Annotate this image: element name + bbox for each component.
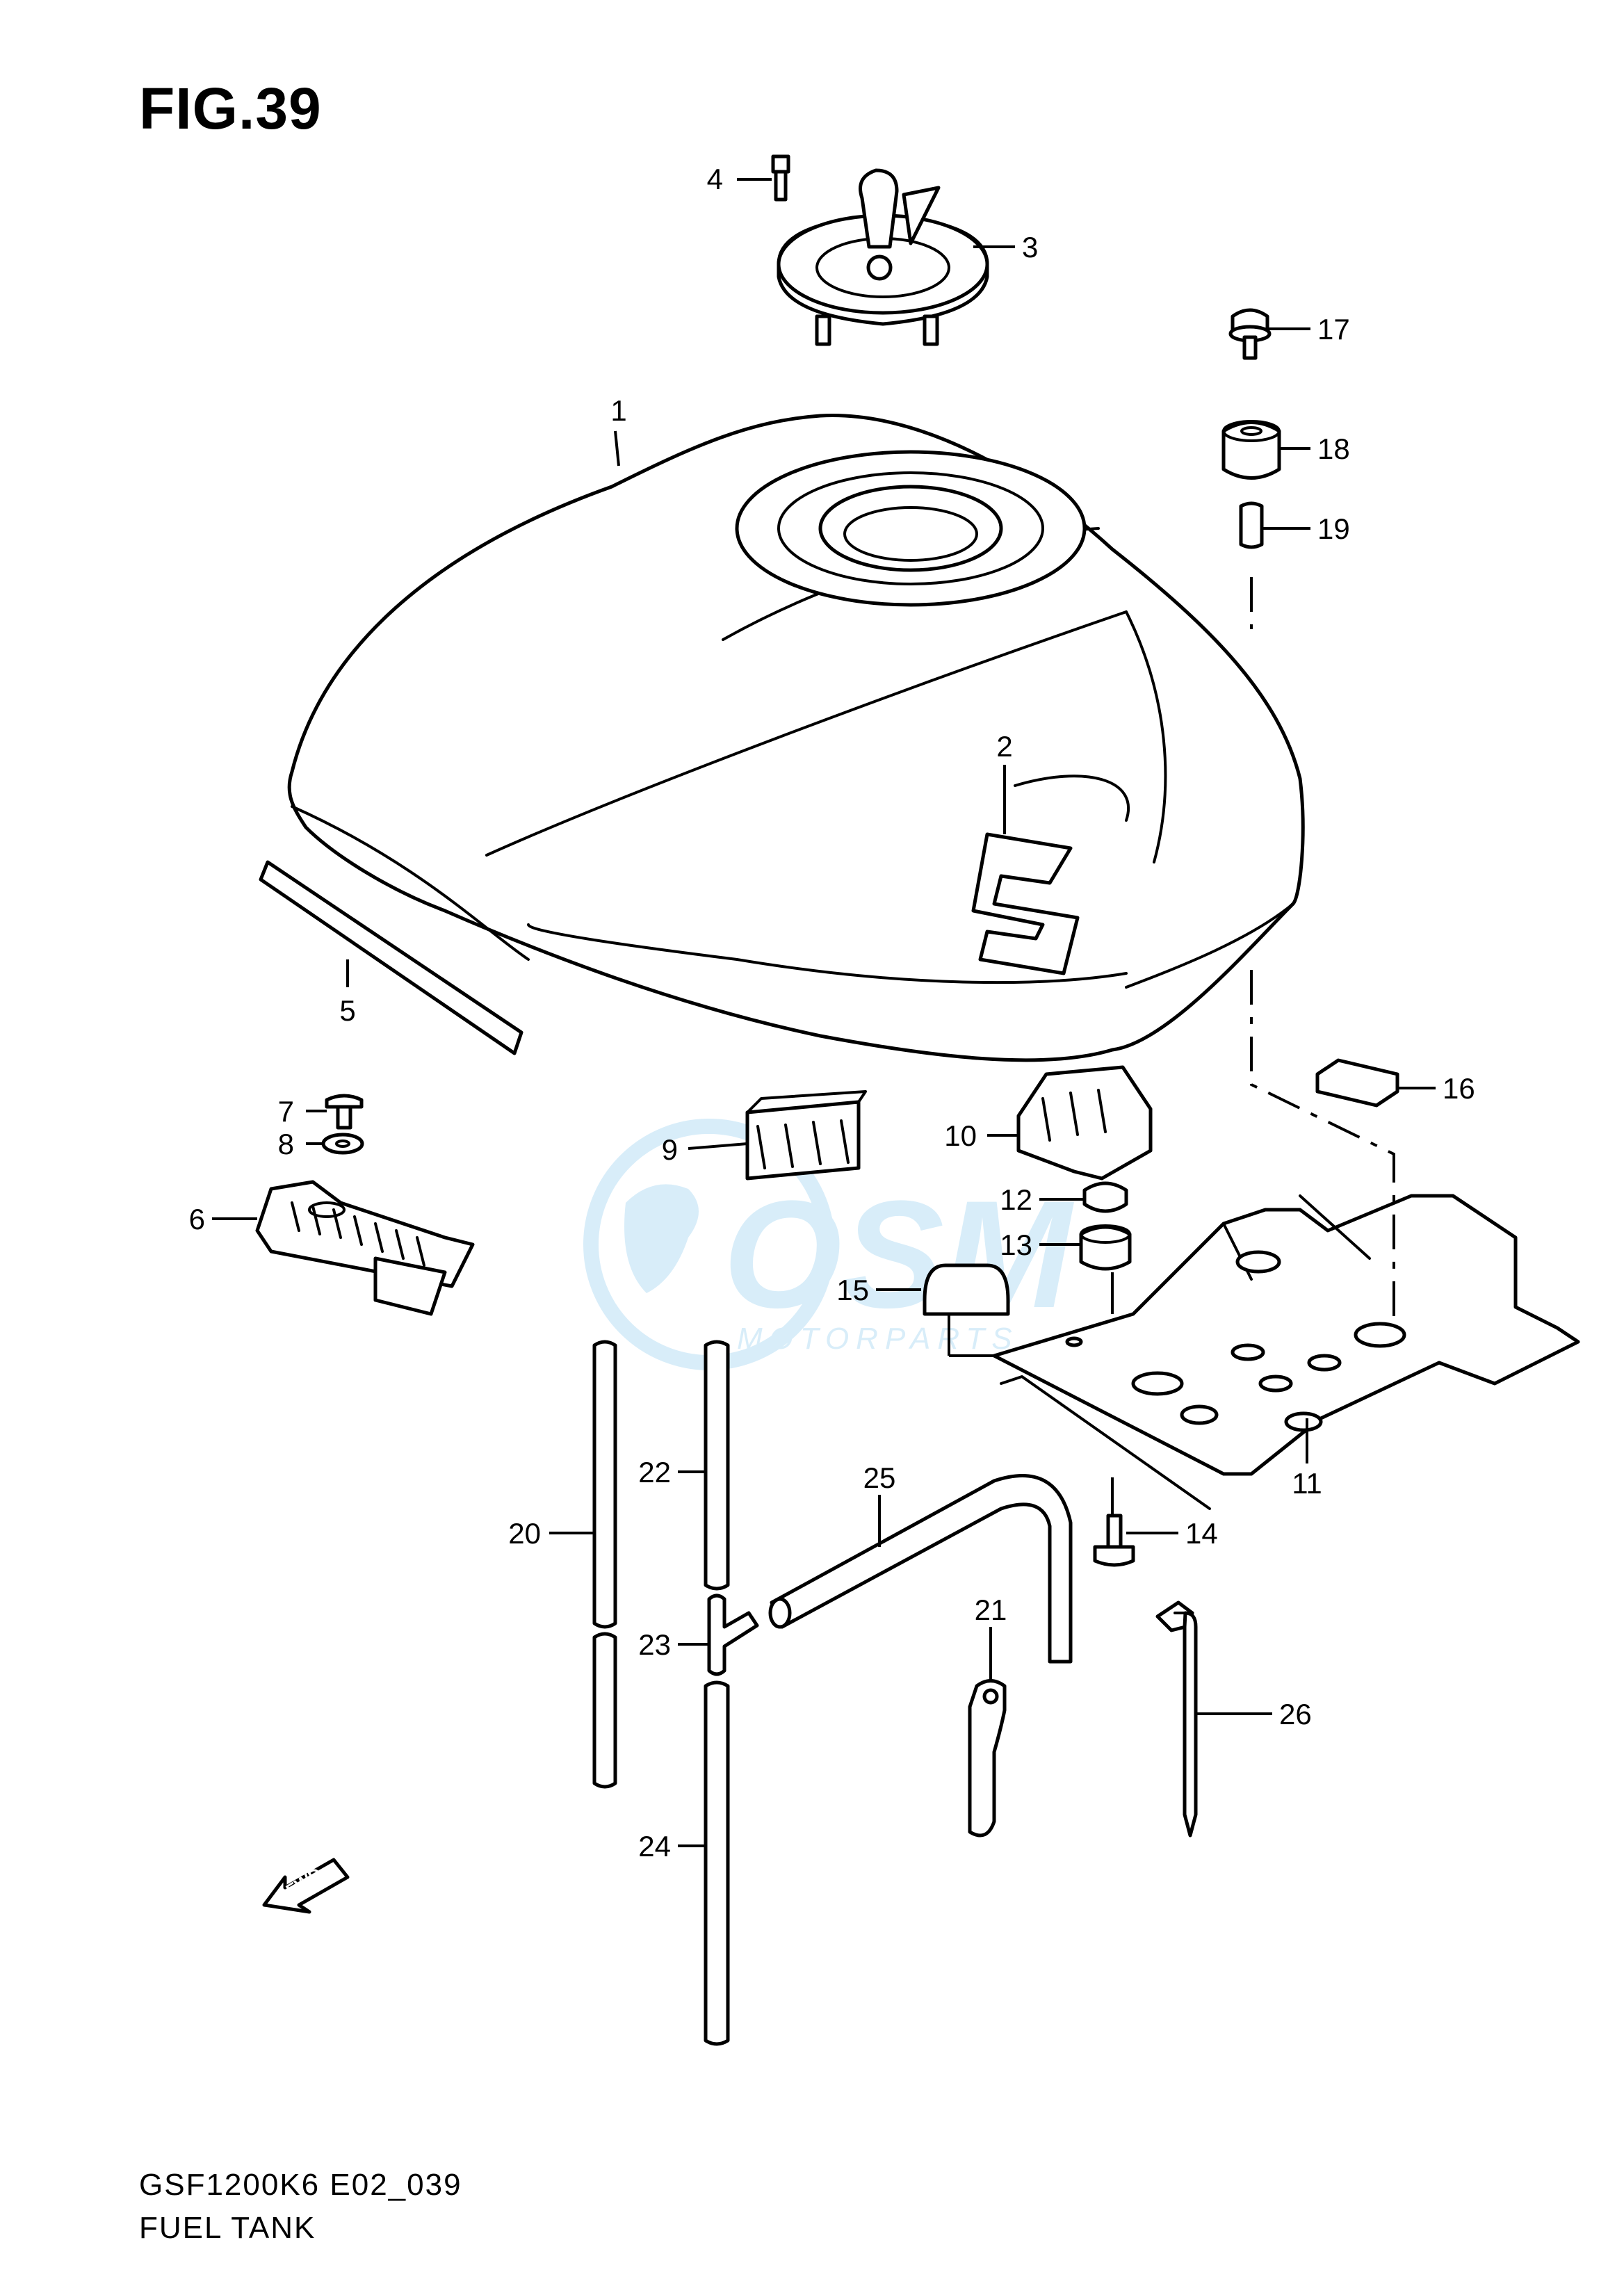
callout-9: 9 (662, 1133, 678, 1166)
callout-15: 15 (836, 1274, 869, 1306)
hose-24 (704, 1680, 730, 2046)
bolt-17 (1228, 308, 1272, 360)
probe-26 (1155, 1600, 1198, 1838)
hose-25 (768, 1474, 1073, 1664)
callout-22: 22 (638, 1456, 671, 1489)
callout-17: 17 (1317, 313, 1350, 346)
diagram-code: GSF1200K6 E02_039 (139, 2168, 462, 2202)
callout-20: 20 (508, 1517, 541, 1550)
cushion-13 (1079, 1224, 1132, 1271)
callout-23: 23 (638, 1628, 671, 1661)
cushion-10 (1016, 1065, 1153, 1181)
callout-8: 8 (278, 1128, 294, 1160)
osm-watermark: OSM MOTORPARTS (583, 1119, 1075, 1370)
callout-1: 1 (610, 394, 626, 427)
callout-10: 10 (944, 1119, 977, 1152)
watermark-tagline: MOTORPARTS (737, 1322, 1019, 1356)
cap-screw (771, 154, 790, 202)
clip-15 (923, 1263, 1010, 1316)
callout-14: 14 (1185, 1517, 1218, 1550)
callout-6: 6 (189, 1203, 205, 1235)
watermark-logo: OSM (723, 1169, 1075, 1340)
bolt-7 (325, 1094, 364, 1130)
washer-8 (321, 1133, 364, 1155)
tank-emblem (971, 832, 1080, 975)
bolt-14 (1093, 1514, 1135, 1567)
callout-26: 26 (1279, 1698, 1312, 1730)
callout-5: 5 (339, 994, 355, 1027)
bracket-6 (255, 1180, 475, 1316)
hose-22 (704, 1340, 730, 1591)
cushion-18 (1221, 420, 1281, 480)
callout-4: 4 (707, 163, 723, 195)
callout-25: 25 (863, 1461, 896, 1494)
callout-19: 19 (1317, 512, 1350, 545)
callout-18: 18 (1317, 432, 1350, 465)
cushion-9 (745, 1090, 867, 1181)
callout-3: 3 (1022, 231, 1038, 263)
callout-24: 24 (638, 1830, 671, 1863)
grommet-12 (1082, 1181, 1128, 1213)
callout-13: 13 (1000, 1228, 1032, 1261)
callout-21: 21 (975, 1593, 1007, 1626)
clamp-21 (968, 1679, 1007, 1838)
leader-lines (212, 178, 1436, 1847)
tank-strip (259, 860, 523, 1055)
callout-16: 16 (1443, 1072, 1475, 1105)
fuel-tank (287, 414, 1305, 1062)
callout-2: 2 (996, 730, 1012, 763)
tray-11 (992, 1194, 1580, 1510)
callout-labels: 4 3 1 2 5 7 8 6 9 10 11 12 13 14 15 16 1… (189, 163, 1475, 1863)
forward-direction-badge: FWD (262, 1858, 350, 1914)
callout-7: 7 (278, 1095, 294, 1128)
joint-23 (707, 1593, 759, 1676)
callout-12: 12 (1000, 1183, 1032, 1216)
pad-16 (1315, 1058, 1399, 1108)
collar-19 (1239, 501, 1264, 549)
hose-20 (592, 1340, 617, 1789)
callout-11: 11 (1292, 1467, 1322, 1500)
figure-title: FIG.39 (139, 76, 322, 141)
fuel-cap (777, 168, 989, 346)
diagram-caption: FUEL TANK (139, 2211, 316, 2245)
